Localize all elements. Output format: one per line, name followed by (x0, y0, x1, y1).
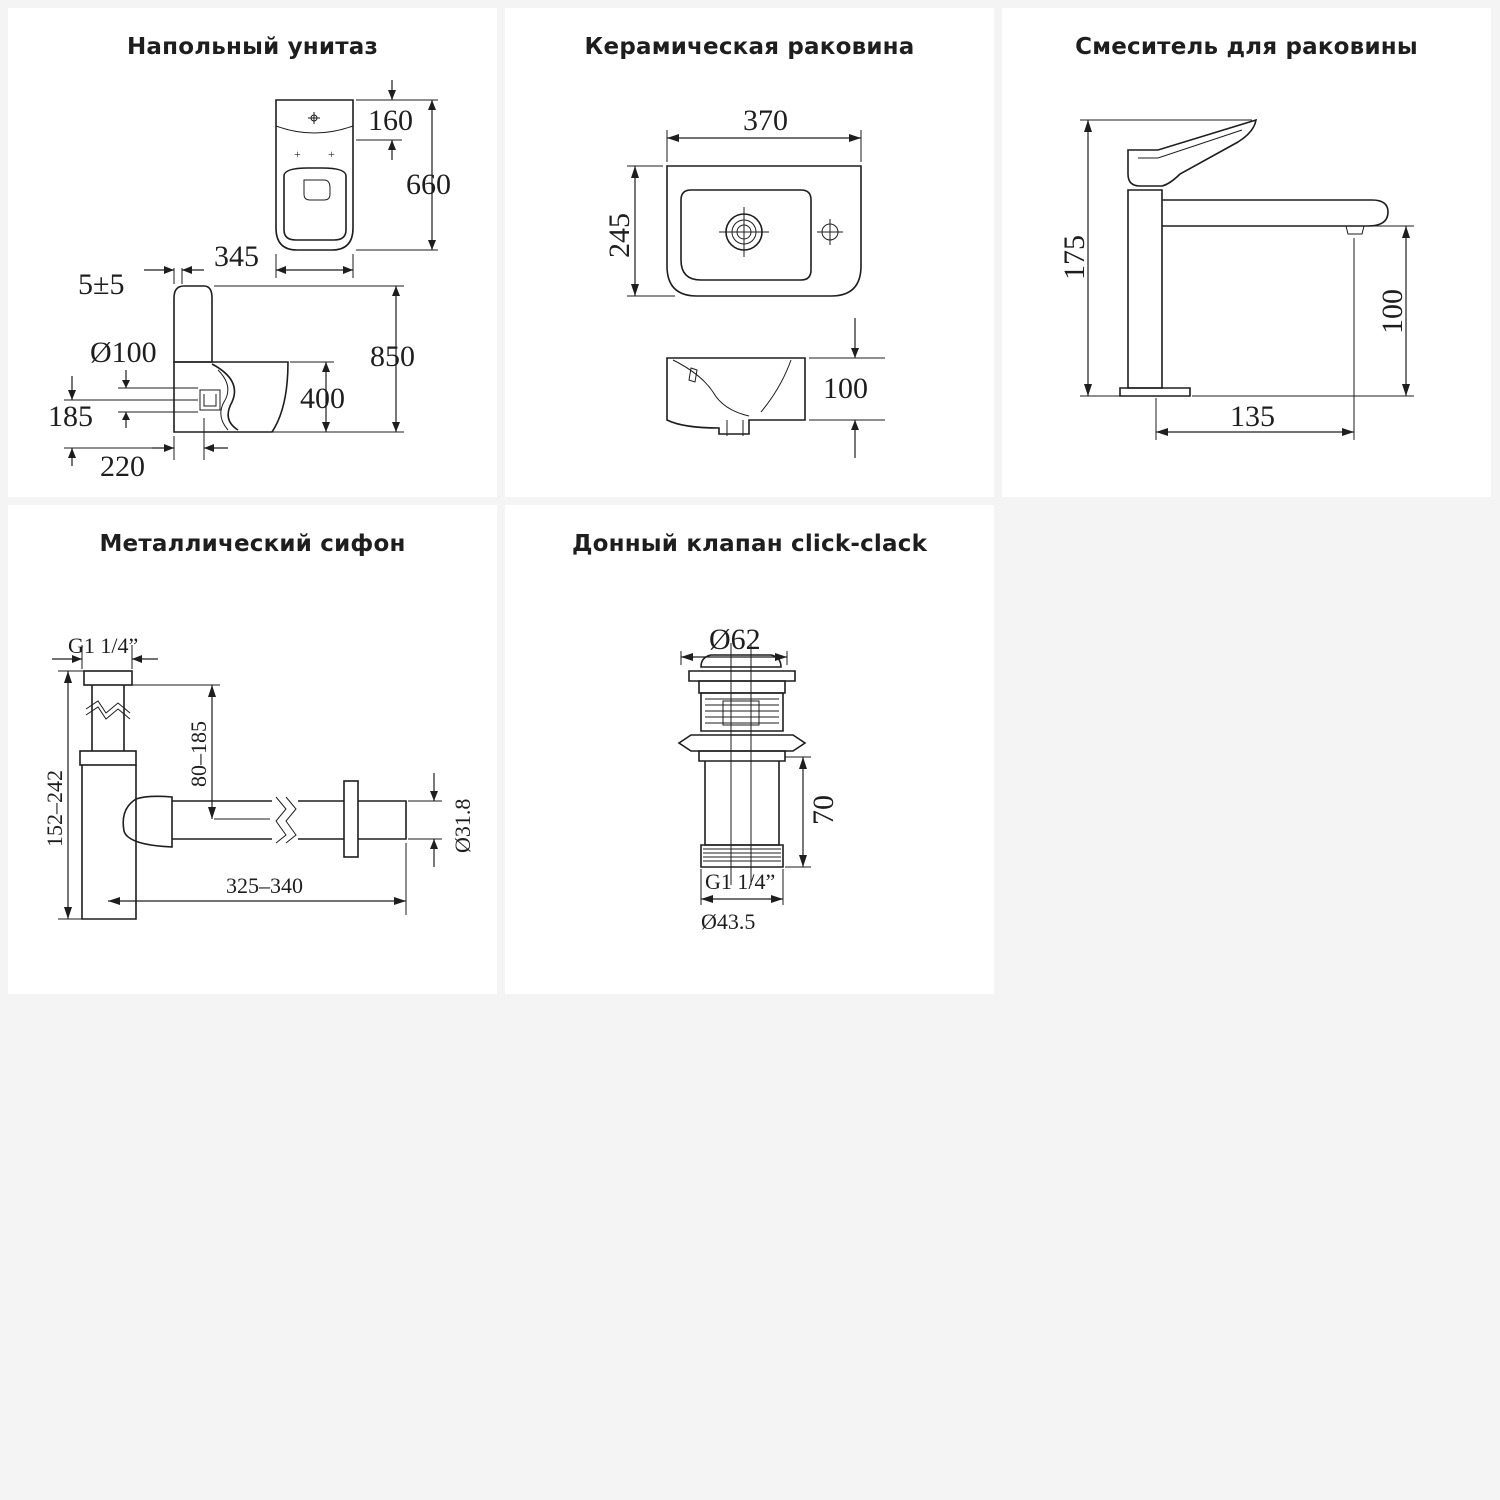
panel-title: Металлический сифон (99, 531, 406, 557)
dim-70: 70 (807, 795, 840, 825)
dim-345: 345 (214, 240, 259, 273)
dim-152-242: 152–242 (42, 770, 67, 847)
panel-floor-toilet: Напольный унитаз + + 160 660 345 (8, 8, 497, 497)
siphon-side-view (79, 670, 407, 920)
dim-220: 220 (100, 450, 145, 483)
toilet-top-view: + + (275, 99, 354, 251)
dim-850: 850 (370, 340, 415, 373)
panel-click-clack-valve: Донный клапан click-clack Ø62 70 G1 1/4”… (505, 505, 994, 994)
valve-side-view (677, 643, 807, 885)
dim-diameter-62: Ø62 (709, 623, 761, 656)
mixer-side-view (1119, 118, 1389, 397)
mixer-drawing: 175 100 135 (1058, 118, 1414, 440)
toilet-side-view (173, 285, 298, 433)
panel-metal-siphon: Металлический сифон G1 1/4” 152–242 (8, 505, 497, 994)
siphon-drawing: G1 1/4” 152–242 80–185 Ø31.8 325–340 (42, 633, 475, 920)
dim-diameter-31-8: Ø31.8 (450, 799, 475, 853)
dim-325-340: 325–340 (226, 873, 303, 898)
panel-ceramic-basin: Керамическая раковина 370 245 (505, 8, 994, 497)
dim-100: 100 (823, 372, 868, 405)
dim-185: 185 (48, 400, 93, 433)
basin-drawing: 370 245 100 (603, 104, 885, 458)
svg-text:+: + (328, 147, 335, 161)
dim-80-185: 80–185 (186, 721, 211, 787)
dim-660: 660 (406, 168, 451, 201)
basin-side-view (666, 357, 806, 436)
toilet-drawing: + + 160 660 345 5±5 (48, 80, 451, 483)
dim-5-plus-minus-5: 5±5 (78, 268, 124, 301)
panel-title: Напольный унитаз (126, 34, 379, 60)
dim-135: 135 (1230, 400, 1275, 433)
dim-370: 370 (743, 104, 788, 137)
dim-diameter-100: Ø100 (90, 336, 157, 369)
dim-g1-1-4-thread: G1 1/4” (68, 633, 138, 658)
dim-400: 400 (300, 382, 345, 415)
dim-245: 245 (603, 213, 636, 258)
dim-100: 100 (1376, 289, 1409, 334)
dim-160: 160 (368, 104, 413, 137)
valve-drawing: Ø62 70 G1 1/4” Ø43.5 (677, 623, 840, 934)
basin-top-view (666, 165, 862, 297)
panel-title: Смеситель для раковины (1075, 34, 1418, 60)
svg-text:+: + (294, 147, 301, 161)
dim-175: 175 (1058, 235, 1091, 280)
panel-title: Донный клапан click-clack (571, 531, 928, 557)
dim-g1-1-4-thread: G1 1/4” (705, 869, 775, 894)
dim-diameter-43-5: Ø43.5 (701, 909, 755, 934)
panel-title: Керамическая раковина (584, 34, 915, 60)
panel-basin-mixer: Смеситель для раковины 175 100 135 (1002, 8, 1491, 497)
